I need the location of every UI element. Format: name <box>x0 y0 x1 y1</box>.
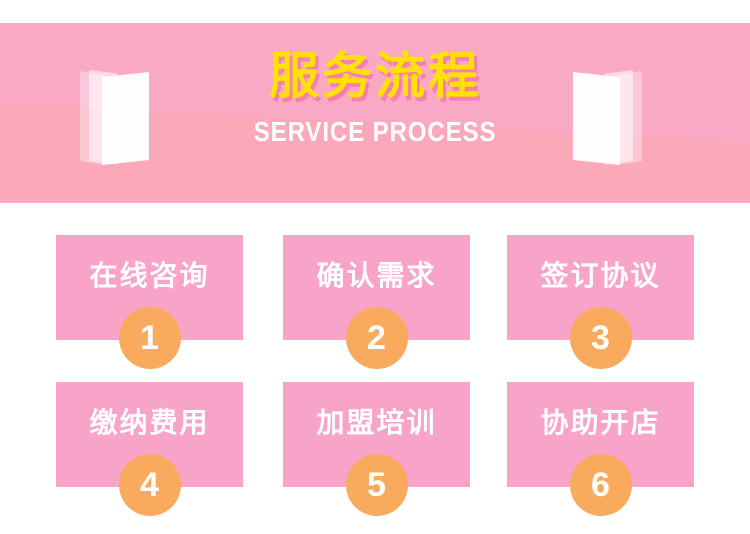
step-card-6: 协助开店 6 <box>507 382 694 516</box>
step-card-1: 在线咨询 1 <box>56 235 243 369</box>
step-number-badge: 4 <box>118 454 181 516</box>
service-process-banner: 服务流程 SERVICE PROCESS <box>0 23 750 203</box>
step-card-2: 确认需求 2 <box>283 235 470 369</box>
step-number-badge: 3 <box>569 307 632 369</box>
step-card-3: 签订协议 3 <box>507 235 694 369</box>
step-number-badge: 1 <box>118 307 181 369</box>
step-label: 缴纳费用 <box>89 407 210 438</box>
step-label: 加盟培训 <box>316 407 437 438</box>
step-number-badge: 2 <box>345 307 408 369</box>
step-label: 确认需求 <box>316 260 437 291</box>
banner-subtitle-text: SERVICE PROCESS <box>253 116 497 147</box>
banner-title: 服务流程 <box>269 48 481 104</box>
step-number-badge: 5 <box>345 454 408 516</box>
step-label: 在线咨询 <box>89 260 210 291</box>
step-label: 签订协议 <box>540 260 661 291</box>
book-cover <box>573 72 620 165</box>
open-book-icon-right <box>572 67 642 167</box>
step-number-badge: 6 <box>569 454 632 516</box>
step-card-5: 加盟培训 5 <box>283 382 470 516</box>
banner-subtitle: SERVICE PROCESS <box>0 118 750 146</box>
step-label: 协助开店 <box>540 407 661 438</box>
step-card-4: 缴纳费用 4 <box>56 382 243 516</box>
